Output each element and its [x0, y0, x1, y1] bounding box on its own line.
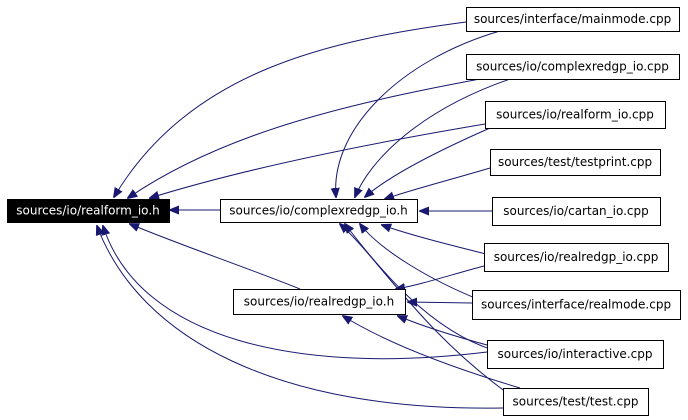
- node-complexredgp-io-cpp[interactable]: sources/io/complexredgp_io.cpp: [466, 54, 680, 80]
- edge-complexredgp_io_cpp-to-complexredgp_io_h: [355, 78, 511, 197]
- node-realmode-cpp[interactable]: sources/interface/realmode.cpp: [472, 290, 681, 320]
- node-label: sources/io/realform_io.cpp: [496, 108, 654, 122]
- node-box: [484, 243, 669, 272]
- node-label: sources/test/test.cpp: [513, 395, 639, 409]
- edge-realredgp_io_cpp-to-realredgp_io_h: [396, 265, 485, 289]
- node-realredgp-io-h[interactable]: sources/io/realredgp_io.h: [233, 289, 406, 315]
- node-label: sources/io/realredgp_io.cpp: [494, 250, 659, 264]
- node-box: [503, 388, 649, 416]
- edge-test_cpp-to-realform_io_h: [97, 226, 504, 409]
- node-label: sources/io/realredgp_io.h: [244, 295, 394, 309]
- node-box: [466, 7, 680, 32]
- node-label: sources/io/complexredgp_io.cpp: [476, 60, 669, 74]
- node-test-cpp[interactable]: sources/test/test.cpp: [503, 388, 649, 416]
- edge-realredgp_io_h-to-realform_io_h: [130, 224, 301, 290]
- edge-interactive_cpp-to-realform_io_h: [103, 226, 488, 360]
- edge-test_cpp-to-realredgp_io_h: [343, 316, 521, 389]
- node-box: [220, 199, 418, 223]
- edge-realredgp_io_cpp-to-complexredgp_io_h: [382, 225, 491, 256]
- edge-test_cpp-to-complexredgp_io_h: [340, 224, 511, 396]
- node-box: [7, 199, 170, 223]
- edge-realmode_cpp-to-complexredgp_io_h: [360, 224, 481, 301]
- node-box: [485, 101, 666, 129]
- edge-realform_io_cpp-to-realform_io_h: [150, 123, 486, 198]
- node-cartan-io-cpp[interactable]: sources/io/cartan_io.cpp: [492, 197, 661, 226]
- node-label: sources/io/complexredgp_io.h: [229, 204, 408, 218]
- node-label: sources/interface/realmode.cpp: [481, 298, 671, 312]
- edge-interactive_cpp-to-realredgp_io_h: [398, 316, 488, 346]
- node-label: sources/io/cartan_io.cpp: [503, 204, 649, 218]
- node-label: sources/test/testprint.cpp: [498, 155, 652, 169]
- node-box: [492, 197, 661, 226]
- node-box: [472, 290, 681, 320]
- node-box: [233, 289, 406, 315]
- node-testprint-cpp[interactable]: sources/test/testprint.cpp: [490, 149, 661, 176]
- node-complexredgp-io-h[interactable]: sources/io/complexredgp_io.h: [220, 199, 418, 223]
- node-box: [490, 149, 661, 176]
- node-label: sources/io/interactive.cpp: [498, 347, 653, 361]
- edge-interactive_cpp-to-complexredgp_io_h: [345, 224, 494, 351]
- node-box: [487, 340, 664, 369]
- node-mainmode-cpp[interactable]: sources/interface/mainmode.cpp: [466, 7, 680, 32]
- edge-mainmode_cpp-to-complexredgp_io_h: [336, 30, 501, 197]
- edge-complexredgp_io_cpp-to-realform_io_h: [128, 78, 481, 198]
- node-interactive-cpp[interactable]: sources/io/interactive.cpp: [487, 340, 664, 369]
- edge-realform_io_cpp-to-complexredgp_io_h: [365, 127, 491, 197]
- node-box: [466, 54, 680, 80]
- node-realredgp-io-cpp[interactable]: sources/io/realredgp_io.cpp: [484, 243, 669, 272]
- node-label: sources/interface/mainmode.cpp: [474, 12, 671, 26]
- node-realform-io-h[interactable]: sources/io/realform_io.h: [7, 199, 170, 223]
- node-layer: sources/io/realform_io.h sources/io/compl…: [7, 7, 681, 416]
- node-realform-io-cpp[interactable]: sources/io/realform_io.cpp: [485, 101, 666, 129]
- edge-layer: [97, 21, 521, 409]
- edge-mainmode_cpp-to-realform_io_h: [114, 21, 467, 197]
- edge-realmode_cpp-to-realredgp_io_h: [408, 302, 473, 303]
- node-label: sources/io/realform_io.h: [16, 204, 159, 218]
- edge-testprint_cpp-to-complexredgp_io_h: [385, 167, 491, 199]
